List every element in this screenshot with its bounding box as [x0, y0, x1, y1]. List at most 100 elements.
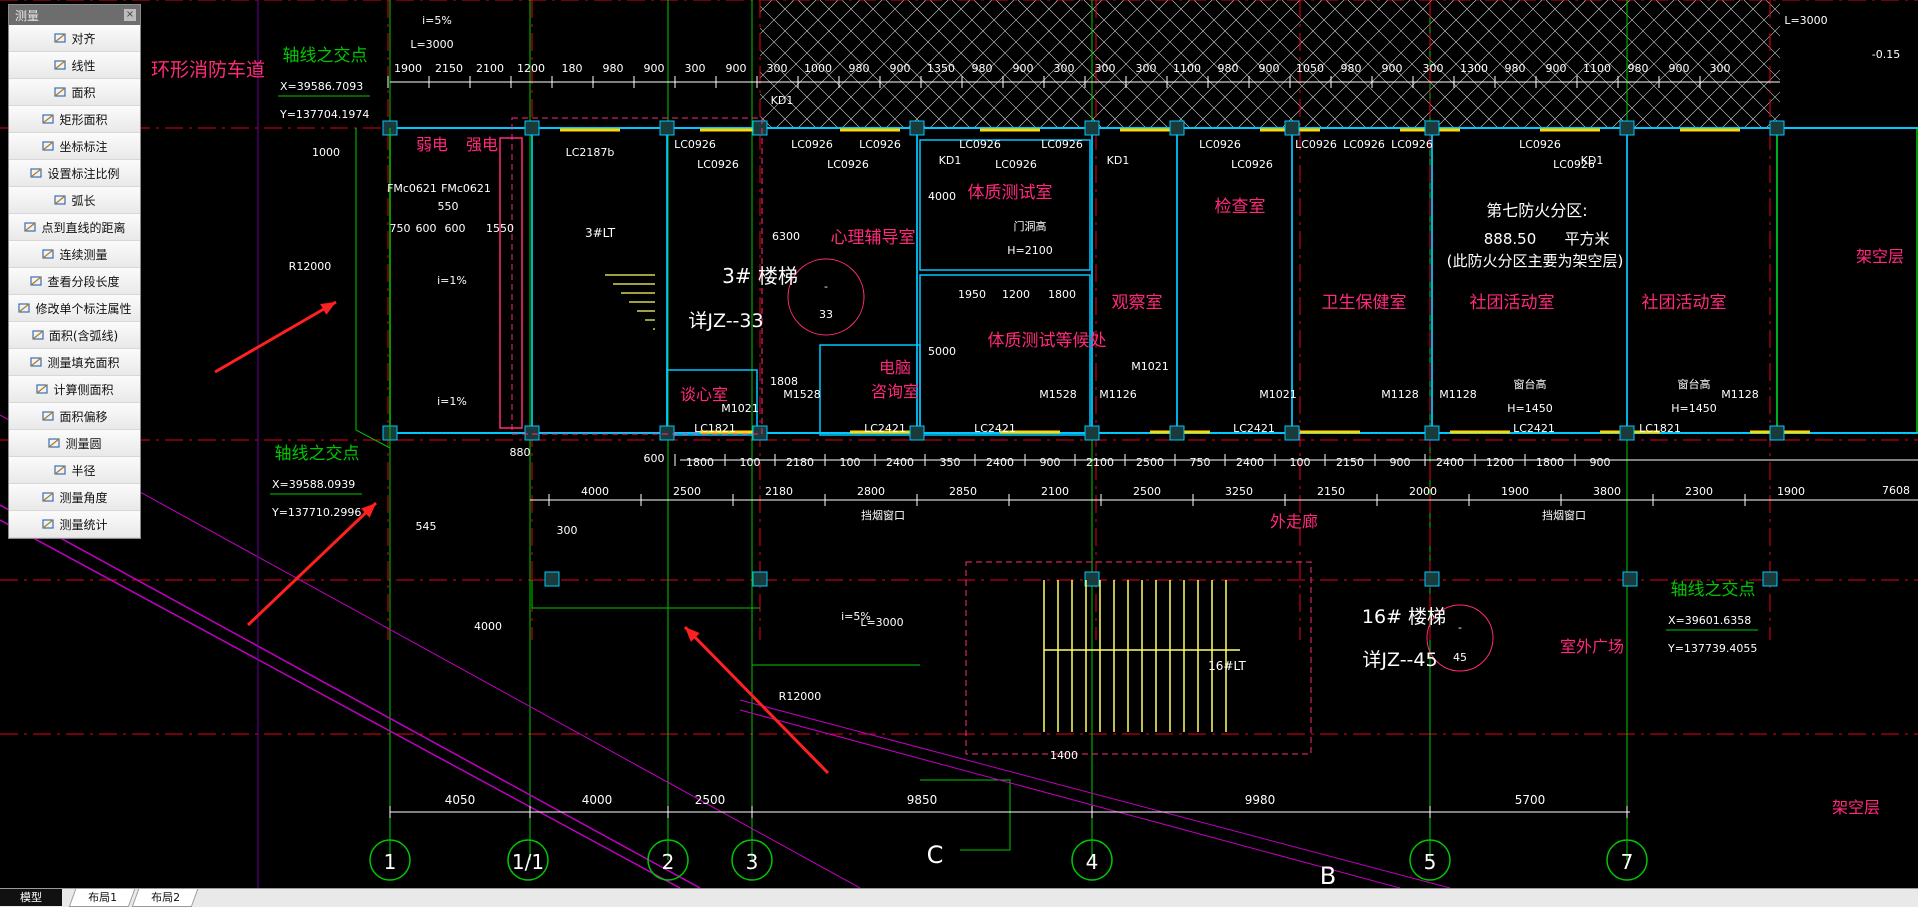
tag-label: M1126: [1099, 388, 1137, 401]
fill-area-icon: [29, 355, 43, 369]
tag-label: 6300: [772, 230, 800, 243]
room-label: 16#LT: [1208, 659, 1246, 673]
measure-item-stats[interactable]: 测量统计: [9, 511, 140, 538]
measure-item-modify[interactable]: 修改单个标注属性: [9, 295, 140, 322]
tag-label: LC2421: [864, 422, 906, 435]
column: [1084, 120, 1100, 136]
tag-label: 45: [1453, 651, 1467, 664]
continuous-icon: [41, 247, 55, 261]
room-label: 3# 楼梯: [722, 264, 798, 288]
dim-top: 980: [1505, 62, 1526, 75]
tag-label: 7608: [1882, 484, 1910, 497]
tag-label: M1128: [1721, 388, 1759, 401]
measure-item-area[interactable]: 面积: [9, 79, 140, 106]
axis-bubble: [731, 839, 773, 881]
cad-line: [797, 0, 927, 128]
cad-line: [1325, 0, 1455, 128]
scale-icon: [29, 166, 43, 180]
axis-bubble: [1071, 839, 1113, 881]
dim-bottom: 9850: [907, 793, 938, 807]
tag-label: 1950: [958, 288, 986, 301]
tag-label: 1200: [1002, 288, 1030, 301]
tag-label: 窗台高: [1678, 377, 1711, 391]
measure-item-circle[interactable]: 测量圆: [9, 430, 140, 457]
cad-line: [929, 0, 1059, 128]
measure-item-side-area[interactable]: 计算侧面积: [9, 376, 140, 403]
side-area-icon: [35, 382, 49, 396]
measure-item-scale[interactable]: 设置标注比例: [9, 160, 140, 187]
measure-item-label: 面积(含弧线): [48, 328, 119, 343]
dim-mid-a: 350: [940, 456, 961, 469]
cad-line: [973, 0, 1103, 128]
column: [909, 425, 925, 441]
cad-line: [1171, 0, 1301, 128]
measure-item-angle[interactable]: 测量角度: [9, 484, 140, 511]
measure-item-continuous[interactable]: 连续测量: [9, 241, 140, 268]
area-arc-icon: [31, 328, 45, 342]
coord-y: Y=137710.2996: [271, 506, 361, 519]
dim-bottom: 2500: [695, 793, 726, 807]
cad-line: [1633, 0, 1763, 128]
axis-bubble: [1606, 839, 1648, 881]
measure-item-arc[interactable]: 弧长: [9, 187, 140, 214]
measure-item-segment[interactable]: 查看分段长度: [9, 268, 140, 295]
dim-top: 2150: [435, 62, 463, 75]
room-label: 咨询室: [871, 382, 919, 401]
column: [1169, 120, 1185, 136]
layout-tab-bar: 模型 布局1 布局2: [0, 888, 1918, 907]
dim-mid-a: 2400: [986, 456, 1014, 469]
cad-line: [683, 625, 830, 775]
dim-mid-a: 2100: [1086, 456, 1114, 469]
tab-model[interactable]: 模型: [0, 889, 62, 906]
dim-mid-b: 2100: [1041, 485, 1069, 498]
measure-item-label: 线性: [71, 58, 96, 73]
measure-item-area-offset[interactable]: 面积偏移: [9, 403, 140, 430]
tag-label: 1800: [1048, 288, 1076, 301]
cad-line: [1083, 0, 1213, 128]
tag-label: -: [1458, 621, 1462, 634]
measure-panel-header[interactable]: 测量 ×: [9, 5, 140, 25]
tab-layout2[interactable]: 布局2: [131, 889, 199, 907]
column: [659, 120, 675, 136]
segment-icon: [29, 274, 43, 288]
measure-item-radius[interactable]: 半径: [9, 457, 140, 484]
tab-layout1[interactable]: 布局1: [68, 889, 136, 907]
tag-label: M1021: [721, 402, 759, 415]
area-offset-icon: [41, 409, 55, 423]
cad-line: [1127, 0, 1257, 128]
dim-mid-a: 100: [1290, 456, 1311, 469]
column: [1619, 425, 1635, 441]
dim-top: 300: [767, 62, 788, 75]
tag-label: 挡烟窗口: [1542, 508, 1586, 522]
room-label: 电脑: [879, 358, 911, 377]
measure-item-coord[interactable]: 坐标标注: [9, 133, 140, 160]
dim-mid-a: 750: [1190, 456, 1211, 469]
measure-item-fill-area[interactable]: 测量填充面积: [9, 349, 140, 376]
measure-panel[interactable]: 测量 × 对齐线性面积矩形面积坐标标注设置标注比例弧长点到直线的距离连续测量查看…: [8, 4, 141, 539]
axis-bubble-label: 1: [384, 850, 397, 874]
measure-item-rect-area[interactable]: 矩形面积: [9, 106, 140, 133]
measure-item-point-line[interactable]: 点到直线的距离: [9, 214, 140, 241]
column: [909, 120, 925, 136]
dim-mid-a: 2400: [1436, 456, 1464, 469]
cad-line: [760, 71, 817, 128]
coordinate-notes: 轴线之交点X=39586.7093Y=137704.1974轴线之交点X=395…: [270, 46, 1758, 655]
dim-top: 1300: [1460, 62, 1488, 75]
dim-top: 300: [685, 62, 706, 75]
measure-item-label: 面积偏移: [59, 409, 108, 424]
measure-item-linear[interactable]: 线性: [9, 52, 140, 79]
dim-top: 300: [1136, 62, 1157, 75]
measure-item-align[interactable]: 对齐: [9, 25, 140, 52]
tag-label: LC0926: [827, 158, 869, 171]
close-icon[interactable]: ×: [124, 9, 136, 21]
cad-line: [1567, 0, 1697, 128]
cad-line: [1413, 0, 1543, 128]
dim-mid-b: 2500: [673, 485, 701, 498]
measure-item-area-arc[interactable]: 面积(含弧线): [9, 322, 140, 349]
cad-line: [1303, 0, 1433, 128]
column: [1424, 120, 1440, 136]
dim-mid-a: 2180: [786, 456, 814, 469]
dim-top: 300: [1054, 62, 1075, 75]
